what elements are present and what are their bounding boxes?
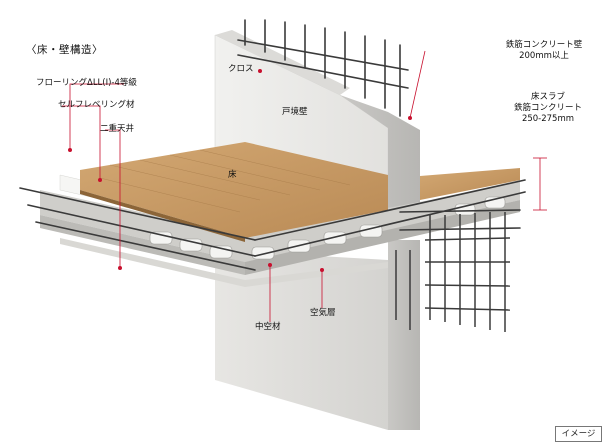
label-slab-spec-line3: 250-275mm xyxy=(521,114,575,124)
image-badge: イメージ xyxy=(555,426,602,442)
leader-dot-hollow xyxy=(268,263,272,267)
leader-dot-flooring xyxy=(68,148,72,152)
leader-dot-cloth xyxy=(258,69,262,73)
label-floor: 床 xyxy=(228,170,237,180)
diagram-title: 〈床・壁構造〉 xyxy=(26,44,103,56)
label-wall-spec-line2: 200mm以上 xyxy=(519,51,569,61)
label-partition-wall: 戸境壁 xyxy=(282,107,308,117)
label-slab-spec-line2: 鉄筋コンクリート xyxy=(513,103,582,113)
leader-dot-self-leveling xyxy=(98,178,102,182)
label-cloth: クロス xyxy=(228,64,254,74)
leader-dot-air xyxy=(320,268,324,272)
leader-dot-ceiling xyxy=(118,266,122,270)
label-wall-spec: 鉄筋コンクリート壁 200mm以上 xyxy=(488,40,600,62)
label-wall-spec-line1: 鉄筋コンクリート壁 xyxy=(505,40,583,50)
label-slab-spec-line1: 床スラブ xyxy=(530,92,565,102)
label-self-leveling: セルフレベリング材 xyxy=(58,100,135,110)
leader-dot-wall xyxy=(408,116,412,120)
rebar-cage xyxy=(395,212,511,332)
floor-slab xyxy=(40,180,520,275)
double-ceiling xyxy=(60,238,388,287)
rebar xyxy=(19,19,526,271)
label-air-layer: 空気層 xyxy=(310,308,336,318)
label-flooring: フローリングΔLL(Ⅰ)-4等級 xyxy=(36,78,137,88)
label-hollow-material: 中空材 xyxy=(255,322,281,332)
leader-lines xyxy=(62,50,547,322)
label-double-ceiling: 二重天井 xyxy=(100,124,135,134)
label-slab-spec: 床スラブ 鉄筋コンクリート 250-275mm xyxy=(498,92,598,125)
